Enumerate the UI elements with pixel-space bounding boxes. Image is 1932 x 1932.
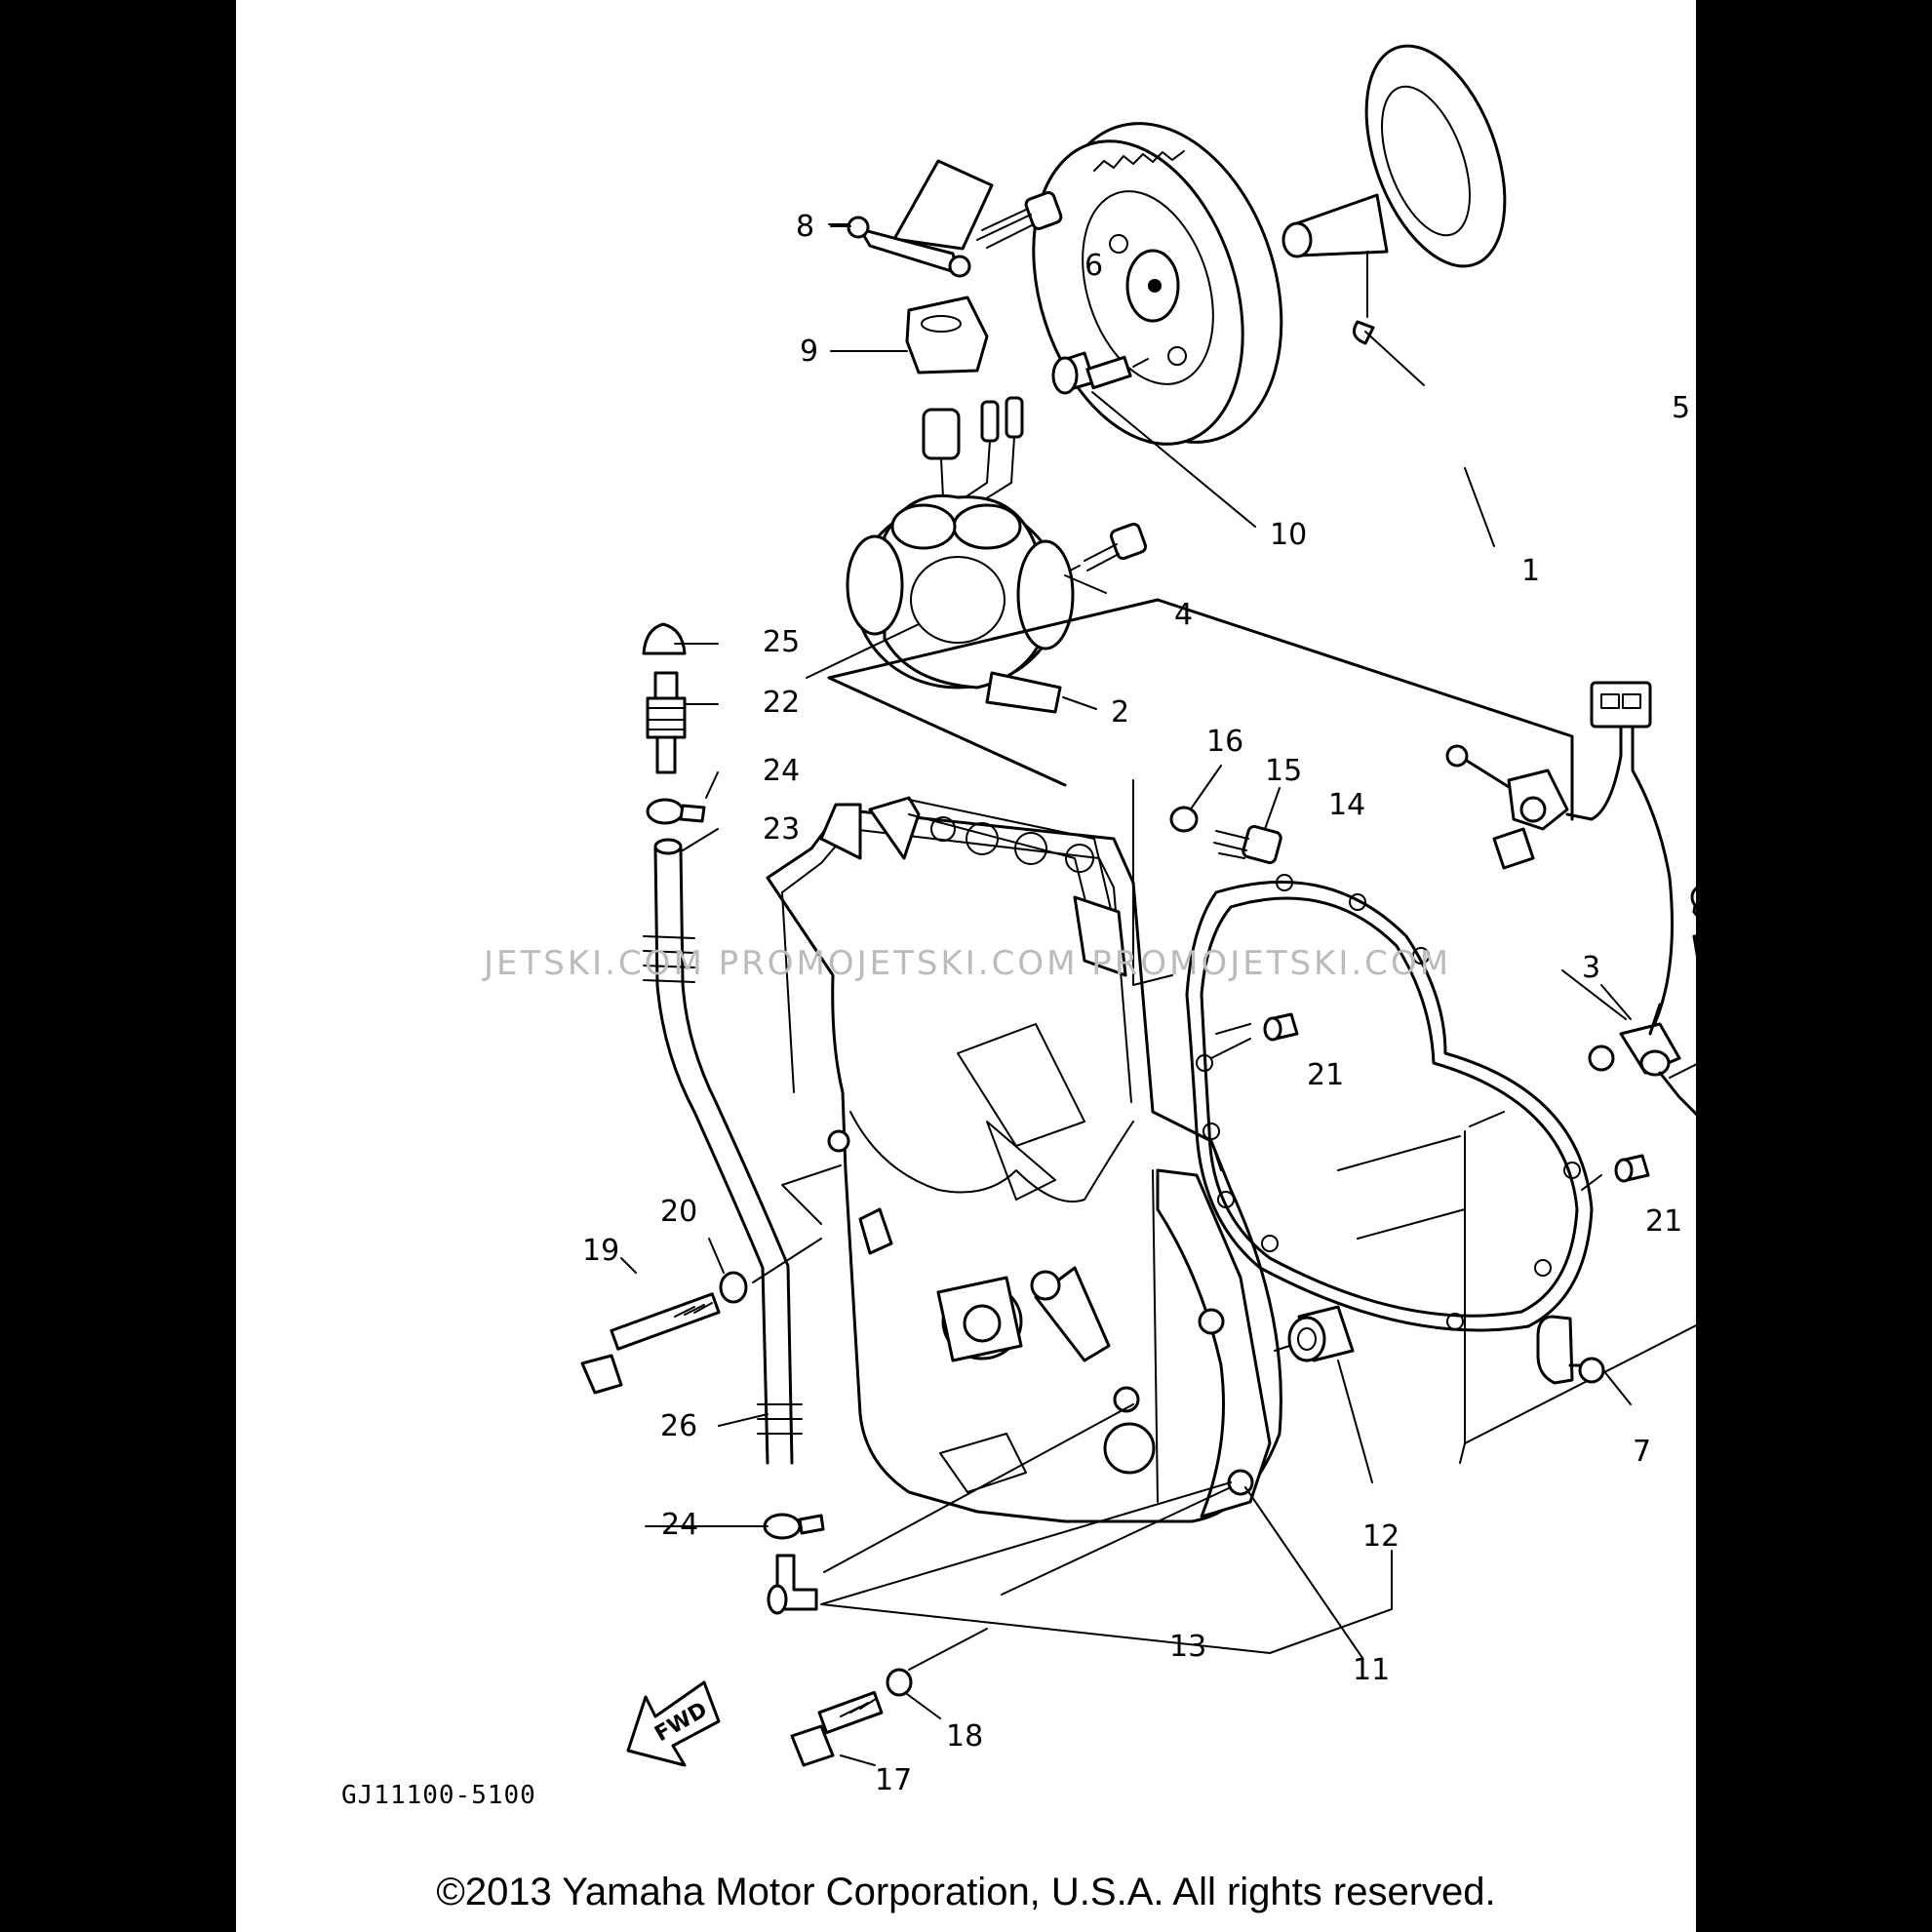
callout-13: 13 <box>1169 1630 1206 1664</box>
hose-clamp-24-bottom <box>763 1513 825 1540</box>
crankshaft-taper <box>1281 44 1507 268</box>
callout-11: 11 <box>1353 1653 1390 1687</box>
callout-2: 2 <box>1111 695 1129 729</box>
diagram-sheet: FWD 1 2 3 4 5 6 6 6 7 8 9 10 11 12 13 14… <box>236 0 1696 1932</box>
callout-7: 7 <box>1633 1435 1651 1469</box>
callout-8: 8 <box>796 210 814 244</box>
callout-15: 15 <box>1265 754 1302 788</box>
callout-3: 3 <box>1582 951 1600 985</box>
washer-18 <box>886 1668 913 1697</box>
cap-25 <box>642 622 687 655</box>
watermark: JETSKI.COM PROMOJETSKI.COM PROMOJETSKI.C… <box>483 944 1452 983</box>
wire-clamp-7 <box>1536 1315 1605 1385</box>
washer-16 <box>1169 806 1199 833</box>
bracket-plate <box>847 159 994 278</box>
woodruff-key <box>1352 320 1375 345</box>
washer-20 <box>719 1271 748 1304</box>
callout-21-left: 21 <box>1307 1058 1344 1092</box>
callout-24-bottom: 24 <box>661 1508 698 1542</box>
callout-labels: 1 2 3 4 5 6 6 6 7 8 9 10 11 12 13 14 15 … <box>582 210 1690 1797</box>
pulser-coil-harness <box>1445 681 1696 1117</box>
callout-12: 12 <box>1362 1519 1400 1554</box>
rubber-cover <box>905 296 989 375</box>
callout-20: 20 <box>660 1195 697 1229</box>
callout-6-top: 6 <box>1084 249 1103 283</box>
callout-4: 4 <box>1174 598 1193 632</box>
hose-23-26 <box>643 838 803 1465</box>
crankcase-housing <box>766 796 1282 1523</box>
callout-17: 17 <box>875 1763 912 1797</box>
callout-10: 10 <box>1270 518 1307 552</box>
bolt-19 <box>580 1292 721 1395</box>
spacer-collar-12 <box>1287 1305 1355 1362</box>
stator-coil <box>846 493 1075 714</box>
cover-gasket <box>1185 880 1594 1332</box>
elbow-fitting <box>767 1554 818 1615</box>
callout-1: 1 <box>1521 554 1540 588</box>
callout-5: 5 <box>1672 391 1690 425</box>
dowel-pin-21-right <box>1614 1154 1650 1183</box>
gasket-holes <box>1196 874 1581 1330</box>
fwd-arrow-icon: FWD <box>626 1680 721 1767</box>
callout-22: 22 <box>763 686 800 720</box>
callout-23: 23 <box>763 812 800 847</box>
callout-21-right: 21 <box>1645 1204 1682 1239</box>
stator-bolt <box>1084 522 1148 572</box>
dowel-pin-21-left <box>1263 1012 1299 1042</box>
bolt-15 <box>1213 824 1282 865</box>
copyright-notice: ©2013 Yamaha Motor Corporation, U.S.A. A… <box>436 1871 1496 1913</box>
callout-9: 9 <box>800 335 818 369</box>
callout-19: 19 <box>582 1234 619 1268</box>
callout-14: 14 <box>1328 788 1365 822</box>
bolt-17 <box>790 1690 884 1767</box>
assembly-outline <box>827 598 1574 821</box>
bracket-bolt <box>976 191 1063 249</box>
callout-25: 25 <box>763 625 800 659</box>
callout-26: 26 <box>660 1409 697 1443</box>
stator-connector <box>922 396 1024 508</box>
fitting-22 <box>646 671 687 774</box>
diagram-code: GJ11100-5100 <box>341 1781 536 1810</box>
callout-24-top: 24 <box>763 754 800 788</box>
hose-clamp-24-top <box>646 798 706 825</box>
flywheel-nut-bolt <box>1051 351 1132 395</box>
callout-18: 18 <box>946 1719 983 1754</box>
flywheel-rotor <box>1032 122 1283 446</box>
exploded-parts-diagram: FWD 1 2 3 4 5 6 6 6 7 8 9 10 11 12 13 14… <box>580 44 1696 1797</box>
callout-16: 16 <box>1206 725 1243 759</box>
